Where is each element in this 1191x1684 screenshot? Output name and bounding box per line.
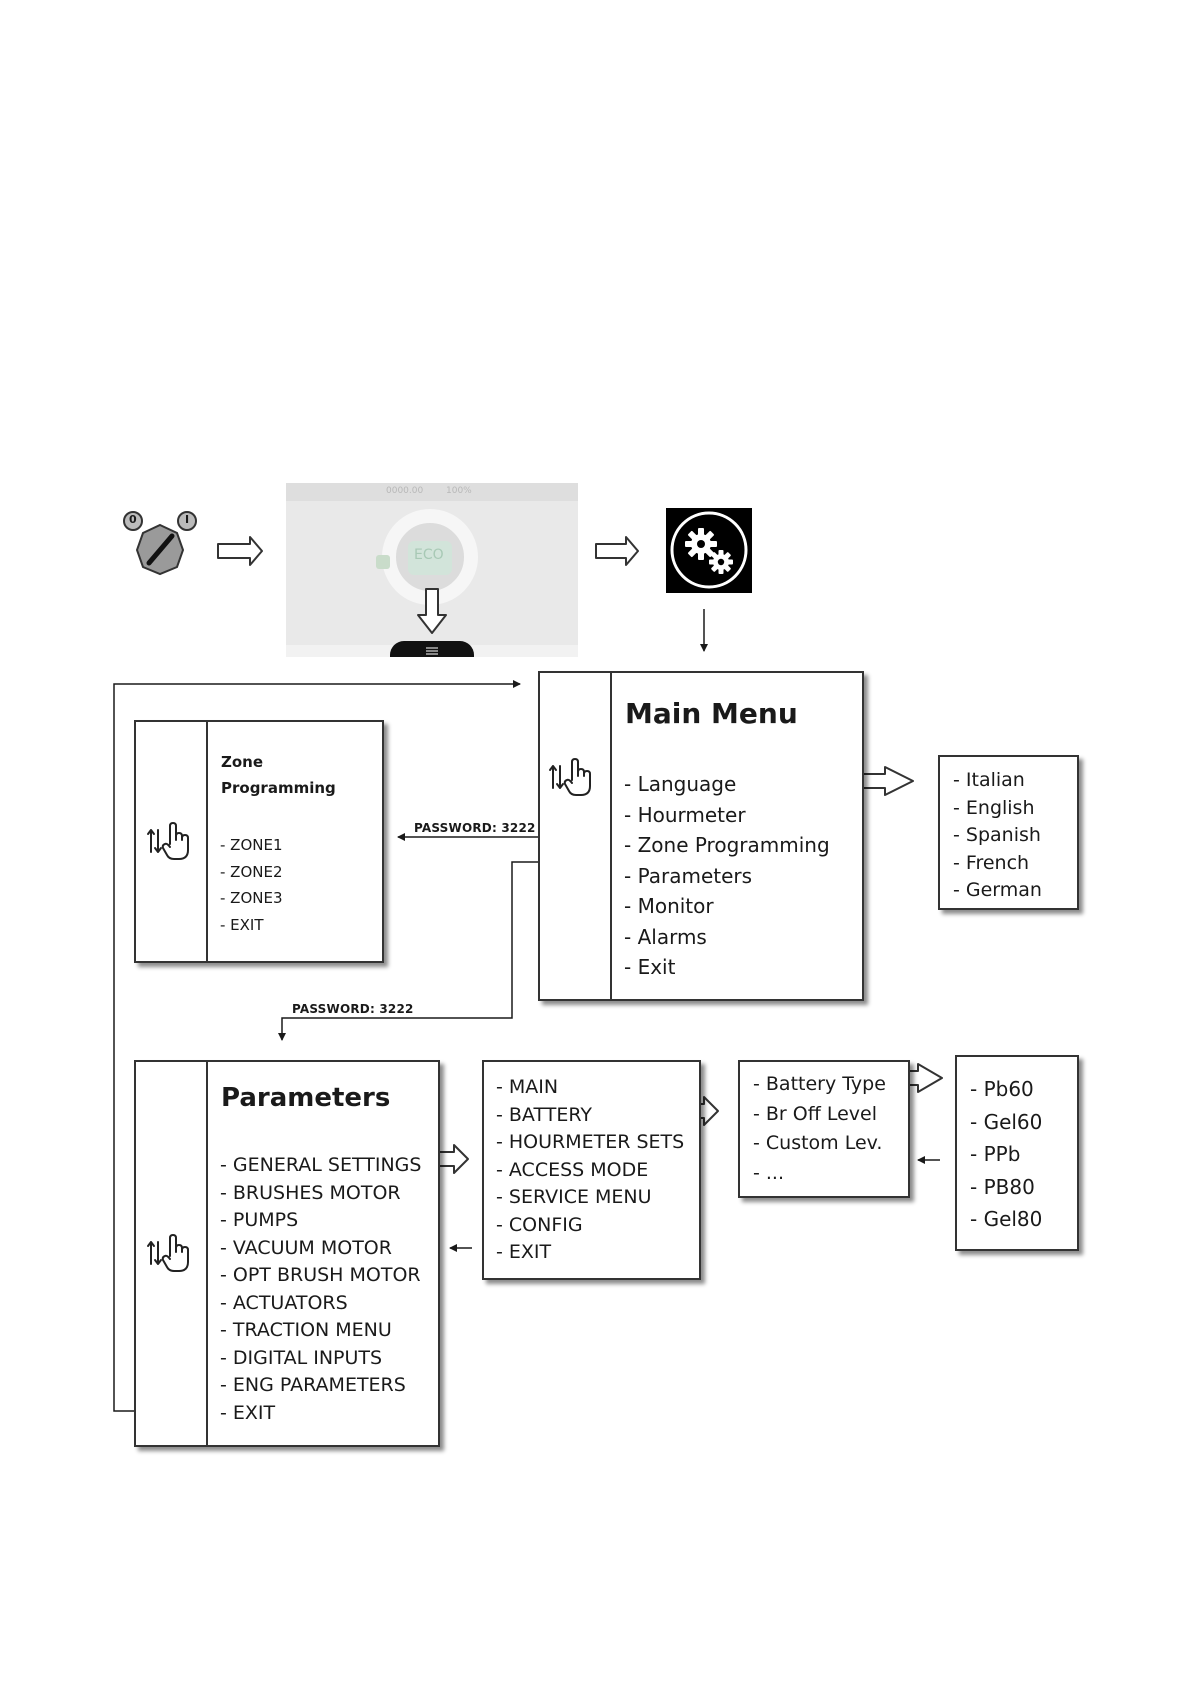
battery-type-item-pb80[interactable]: - PB80 — [970, 1174, 1035, 1199]
parameters-list: - GENERAL SETTINGS - BRUSHES MOTOR - PUM… — [220, 1152, 421, 1427]
parameters-nav-column — [136, 1062, 208, 1445]
language-item-german[interactable]: - German — [953, 879, 1042, 901]
battery-type-item-ppb[interactable]: - PPb — [970, 1142, 1021, 1166]
battery-type-box: - Pb60 - Gel60 - PPb - PB80 - Gel80 — [955, 1055, 1079, 1251]
parameters-item-vacuum-motor[interactable]: - VACUUM MOTOR — [220, 1236, 392, 1259]
display-mode: ECO — [414, 547, 444, 563]
general-settings-list: - MAIN - BATTERY - HOURMETER SETS - ACCE… — [496, 1074, 684, 1267]
battery-item-more[interactable]: - ... — [753, 1161, 785, 1184]
general-settings-item-exit[interactable]: - EXIT — [496, 1241, 552, 1263]
display-status-bar — [286, 483, 578, 501]
general-settings-item-config[interactable]: - CONFIG — [496, 1213, 583, 1236]
zone-item-zone2[interactable]: - ZONE2 — [220, 862, 283, 881]
general-settings-box: - MAIN - BATTERY - HOURMETER SETS - ACCE… — [482, 1060, 701, 1280]
display-screenshot: 0000.00 100% ECO — [286, 483, 578, 657]
main-menu-item-parameters[interactable]: - Parameters — [624, 863, 753, 888]
parameters-box: Parameters - GENERAL SETTINGS - BRUSHES … — [134, 1060, 440, 1447]
zone-menu-nav-column — [136, 722, 208, 961]
battery-item-battery-type[interactable]: - Battery Type — [753, 1073, 886, 1095]
menu-lines-icon — [426, 647, 438, 649]
battery-type-list: - Pb60 - Gel60 - PPb - PB80 - Gel80 — [970, 1073, 1042, 1236]
main-menu-item-monitor[interactable]: - Monitor — [624, 894, 714, 918]
main-menu-list: - Language - Hourmeter - Zone Programmin… — [624, 769, 830, 983]
battery-menu-box: - Battery Type - Br Off Level - Custom L… — [738, 1060, 910, 1198]
parameters-item-pumps[interactable]: - PUMPS — [220, 1209, 299, 1231]
parameters-item-brushes-motor[interactable]: - BRUSHES MOTOR — [220, 1181, 401, 1204]
parameters-item-general-settings[interactable]: - GENERAL SETTINGS — [220, 1154, 422, 1176]
language-list: - Italian - English - Spanish - French -… — [953, 767, 1042, 905]
main-menu-item-alarms[interactable]: - Alarms — [624, 924, 707, 949]
display-menu-tab[interactable] — [390, 641, 474, 657]
battery-type-item-pb60[interactable]: - Pb60 — [970, 1077, 1034, 1101]
language-item-english[interactable]: - English — [953, 796, 1035, 819]
zone-menu-title-line2: Programming — [221, 779, 336, 797]
key-switch-icon: 0 I — [120, 508, 200, 578]
block-arrow-display-to-gear — [595, 536, 639, 566]
battery-type-item-gel80[interactable]: - Gel80 — [970, 1207, 1043, 1231]
battery-type-item-gel60[interactable]: - Gel60 — [970, 1109, 1043, 1134]
block-arrow-key-to-display — [217, 536, 263, 566]
switch-off-label: 0 — [129, 513, 137, 526]
battery-item-custom-lev[interactable]: - Custom Lev. — [753, 1132, 883, 1154]
zone-password-label: PASSWORD: 3222 — [414, 821, 536, 835]
parameters-item-traction-menu[interactable]: - TRACTION MENU — [220, 1319, 392, 1341]
language-menu-box: - Italian - English - Spanish - French -… — [938, 755, 1079, 910]
zone-item-zone3[interactable]: - ZONE3 — [220, 889, 283, 907]
parameters-item-digital-inputs[interactable]: - DIGITAL INPUTS — [220, 1346, 383, 1369]
display-left-icon — [376, 555, 390, 569]
parameters-item-eng-parameters[interactable]: - ENG PARAMETERS — [220, 1374, 406, 1396]
display-battery-level: 100% — [446, 486, 472, 496]
zone-programming-box: Zone Programming - ZONE1 - ZONE2 - ZONE3… — [134, 720, 384, 963]
zone-item-zone1[interactable]: - ZONE1 — [220, 836, 283, 854]
main-menu-item-exit[interactable]: - Exit — [624, 955, 676, 979]
display-eco-badge — [408, 541, 452, 575]
battery-item-br-off-level[interactable]: - Br Off Level — [753, 1102, 878, 1125]
scroll-hand-icon — [549, 758, 591, 796]
language-item-italian[interactable]: - Italian — [953, 769, 1025, 791]
scroll-hand-icon — [147, 822, 189, 860]
main-menu-item-hourmeter[interactable]: - Hourmeter — [624, 802, 746, 827]
general-settings-item-service-menu[interactable]: - SERVICE MENU — [496, 1186, 652, 1208]
scroll-hand-icon — [147, 1234, 189, 1272]
main-menu-title: Main Menu — [625, 697, 798, 730]
language-item-french[interactable]: - French — [953, 851, 1030, 874]
general-settings-item-battery[interactable]: - BATTERY — [496, 1103, 592, 1126]
main-menu-item-language[interactable]: - Language — [624, 772, 737, 796]
zone-menu-title-line1: Zone — [221, 753, 264, 771]
general-settings-item-access-mode[interactable]: - ACCESS MODE — [496, 1158, 649, 1181]
gear-icon[interactable] — [666, 508, 752, 593]
zone-item-exit[interactable]: - EXIT — [220, 915, 264, 934]
switch-on-label: I — [185, 513, 190, 526]
main-menu-item-zone-programming[interactable]: - Zone Programming — [624, 833, 830, 857]
general-settings-item-hourmeter-sets[interactable]: - HOURMETER SETS — [496, 1131, 685, 1153]
general-settings-item-main[interactable]: - MAIN — [496, 1076, 559, 1098]
parameters-item-opt-brush-motor[interactable]: - OPT BRUSH MOTOR — [220, 1264, 421, 1286]
main-menu-nav-column — [540, 673, 612, 999]
display-down-arrow — [417, 588, 447, 634]
parameters-title: Parameters — [221, 1083, 391, 1113]
parameters-item-exit[interactable]: - EXIT — [220, 1401, 276, 1424]
main-menu-box: Main Menu - Language - Hourmeter - Zone … — [538, 671, 864, 1001]
battery-menu-list: - Battery Type - Br Off Level - Custom L… — [753, 1070, 886, 1188]
language-item-spanish[interactable]: - Spanish — [953, 824, 1041, 846]
display-hour-counter: 0000.00 — [386, 486, 424, 496]
parameters-password-label: PASSWORD: 3222 — [292, 1002, 414, 1016]
zone-menu-list: - ZONE1 - ZONE2 - ZONE3 - EXIT — [220, 832, 283, 938]
parameters-item-actuators[interactable]: - ACTUATORS — [220, 1291, 348, 1314]
